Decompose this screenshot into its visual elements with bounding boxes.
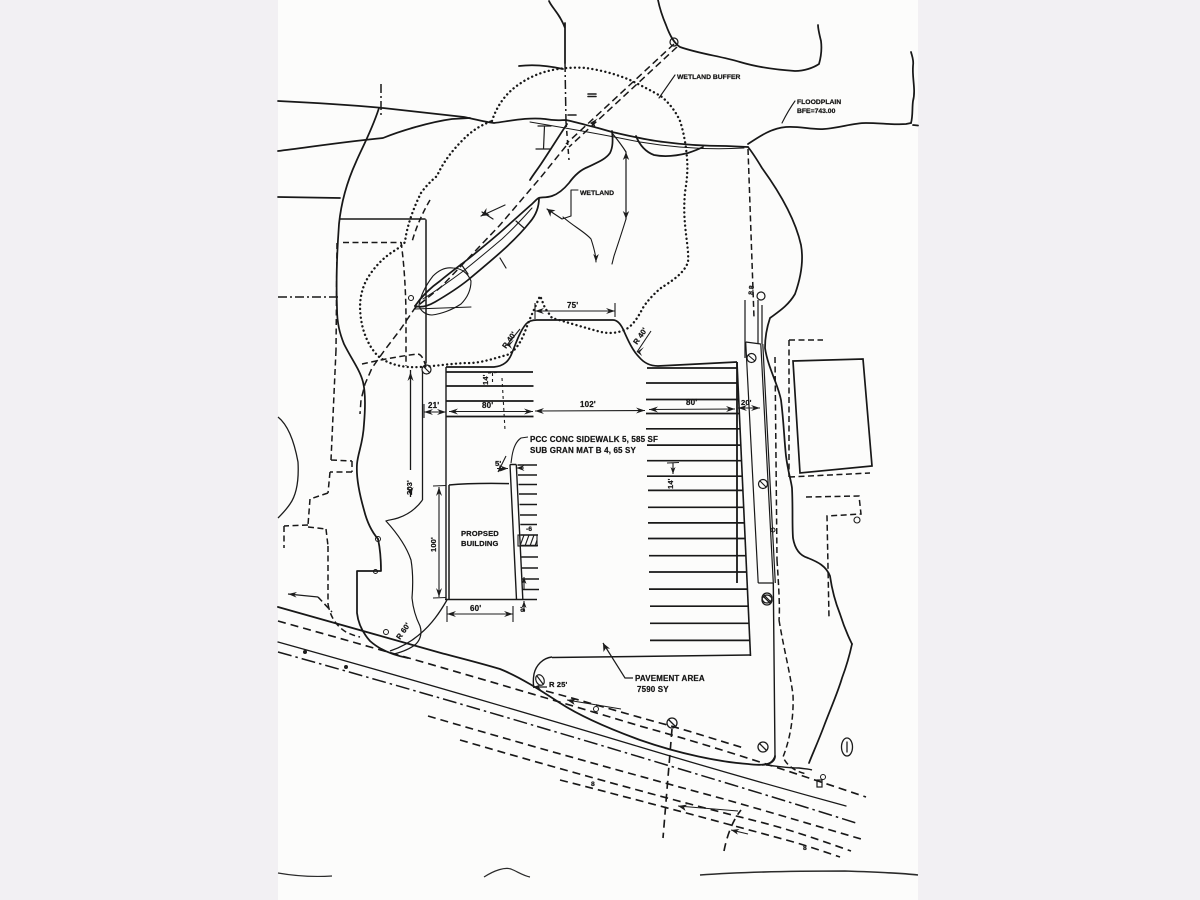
svg-text:WETLAND: WETLAND (580, 190, 614, 197)
svg-text:SUB GRAN MAT B 4, 65 SY: SUB GRAN MAT B 4, 65 SY (530, 446, 636, 455)
svg-text:WETLAND BUFFER: WETLAND BUFFER (677, 74, 741, 81)
svg-text:20': 20' (741, 398, 752, 407)
svg-text:BFE=743.00: BFE=743.00 (797, 108, 836, 115)
svg-text:9': 9' (520, 606, 527, 612)
svg-text:60': 60' (470, 604, 481, 613)
svg-text:PAVEMENT AREA: PAVEMENT AREA (635, 674, 705, 683)
svg-text:8.8: 8.8 (748, 285, 756, 295)
svg-text:BUILDING: BUILDING (461, 539, 499, 548)
svg-text:PCC CONC SIDEWALK 5, 585 SF: PCC CONC SIDEWALK 5, 585 SF (530, 435, 658, 444)
svg-text:100': 100' (429, 537, 438, 552)
svg-text:8: 8 (591, 781, 595, 788)
svg-text:FLOODPLAIN: FLOODPLAIN (797, 99, 841, 106)
svg-text:75': 75' (567, 301, 578, 310)
svg-text:PROPSED: PROPSED (461, 529, 499, 538)
svg-text:-6: -6 (526, 526, 532, 533)
svg-text:203': 203' (405, 480, 414, 495)
svg-text:14': 14' (666, 478, 675, 489)
svg-text:5': 5' (495, 459, 501, 468)
svg-text:8: 8 (803, 845, 807, 852)
svg-text:21': 21' (428, 401, 439, 410)
svg-text:80': 80' (482, 401, 493, 410)
svg-text:14': 14' (481, 374, 490, 385)
svg-text:R 25': R 25' (549, 680, 567, 689)
svg-text:7590 SY: 7590 SY (637, 685, 669, 694)
svg-text:102': 102' (580, 400, 596, 409)
svg-text:80': 80' (686, 398, 697, 407)
